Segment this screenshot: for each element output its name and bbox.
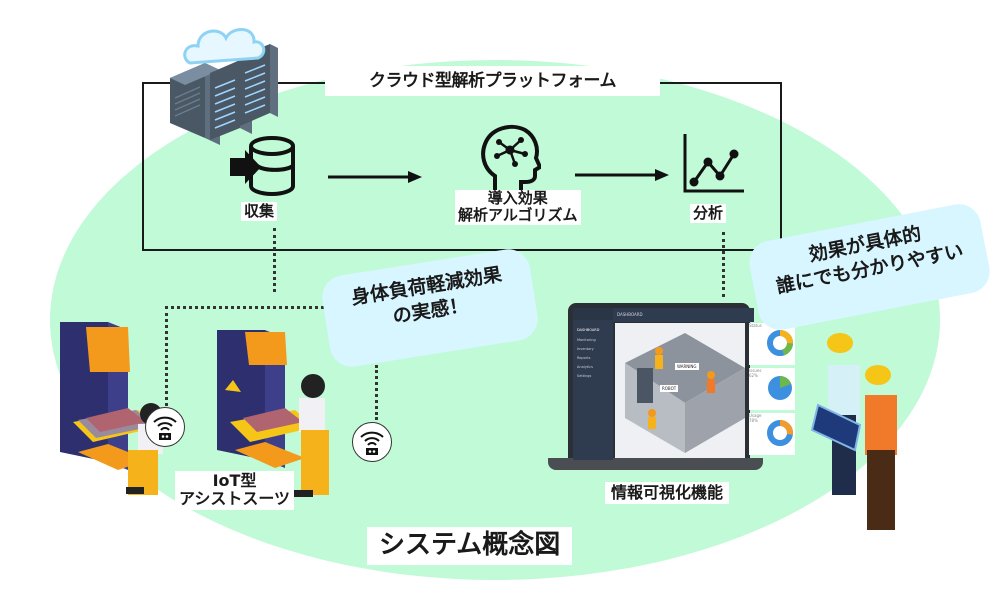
dashboard-tag-robot: ROBOT bbox=[660, 385, 679, 392]
dashboard-sidebar-item: Settings bbox=[577, 374, 592, 378]
dashboard-sidebar-item: Inventory bbox=[577, 347, 594, 351]
dashboard-card-usage: Usage 78% bbox=[749, 413, 795, 455]
flow-arrow bbox=[328, 171, 422, 183]
dashboard-card-issues: Issues 62% bbox=[749, 368, 795, 410]
card-value: 78% bbox=[749, 418, 758, 423]
dashboard-tag-warning: WARNING bbox=[675, 363, 699, 370]
wireless-sensor-icon bbox=[352, 422, 392, 462]
card-label: Usage bbox=[749, 413, 762, 418]
step-label-analyze: 分析 bbox=[690, 204, 727, 224]
dotted-connector bbox=[273, 228, 276, 292]
laptop-base bbox=[548, 458, 763, 470]
database-input-icon bbox=[230, 136, 295, 196]
dashboard-sidebar-item: Monitoring bbox=[577, 338, 596, 342]
donut-chart bbox=[767, 330, 793, 356]
card-label: Issues bbox=[749, 368, 762, 373]
pie-chart bbox=[768, 376, 792, 400]
donut-chart bbox=[767, 420, 793, 446]
dashboard-sidebar bbox=[573, 320, 613, 460]
worker-with-press-machine-illustration bbox=[217, 330, 329, 497]
step-label-algorithm-line1: 導入効果 bbox=[487, 189, 548, 207]
assist-suit-label-line1: IoT型 bbox=[212, 471, 257, 490]
wireless-sensor-icon bbox=[145, 407, 185, 447]
dotted-connector bbox=[165, 306, 168, 406]
assist-suit-label-line2: アシストスーツ bbox=[179, 489, 291, 509]
dotted-connector bbox=[165, 306, 360, 309]
dashboard-sidebar-item: Reports bbox=[577, 356, 591, 360]
flow-arrow bbox=[575, 169, 669, 181]
assist-suit-label: IoT型 アシストスーツ bbox=[175, 471, 295, 510]
brain-network-icon bbox=[481, 124, 541, 190]
engineers-illustration bbox=[810, 333, 897, 530]
dashboard-factory-view: WARNING ROBOT bbox=[615, 323, 745, 458]
dashboard-card-status: Status bbox=[749, 323, 795, 365]
visualization-label: 情報可視化機能 bbox=[605, 482, 730, 505]
dashboard-sidebar-item: Analytics bbox=[577, 365, 593, 369]
step-label-algorithm: 導入効果 解析アルゴリズム bbox=[455, 189, 581, 225]
cloud-server-icon bbox=[170, 28, 278, 145]
dotted-connector bbox=[722, 232, 725, 297]
step-label-algorithm-line2: 解析アルゴリズム bbox=[458, 206, 578, 225]
dashboard-menu-toggle bbox=[573, 308, 613, 322]
platform-title: クラウド型解析プラットフォーム bbox=[325, 66, 660, 96]
card-label: Status bbox=[749, 323, 762, 328]
dashboard-header: DASHBOARD bbox=[613, 308, 754, 322]
dotted-connector bbox=[375, 365, 378, 420]
diagram-title: システム概念図 bbox=[367, 527, 573, 565]
step-label-collect: 収集 bbox=[241, 202, 278, 222]
dashboard-sidebar-item: DASHBOARD bbox=[577, 328, 600, 332]
card-value: 62% bbox=[749, 373, 758, 378]
line-chart-icon bbox=[683, 134, 744, 193]
